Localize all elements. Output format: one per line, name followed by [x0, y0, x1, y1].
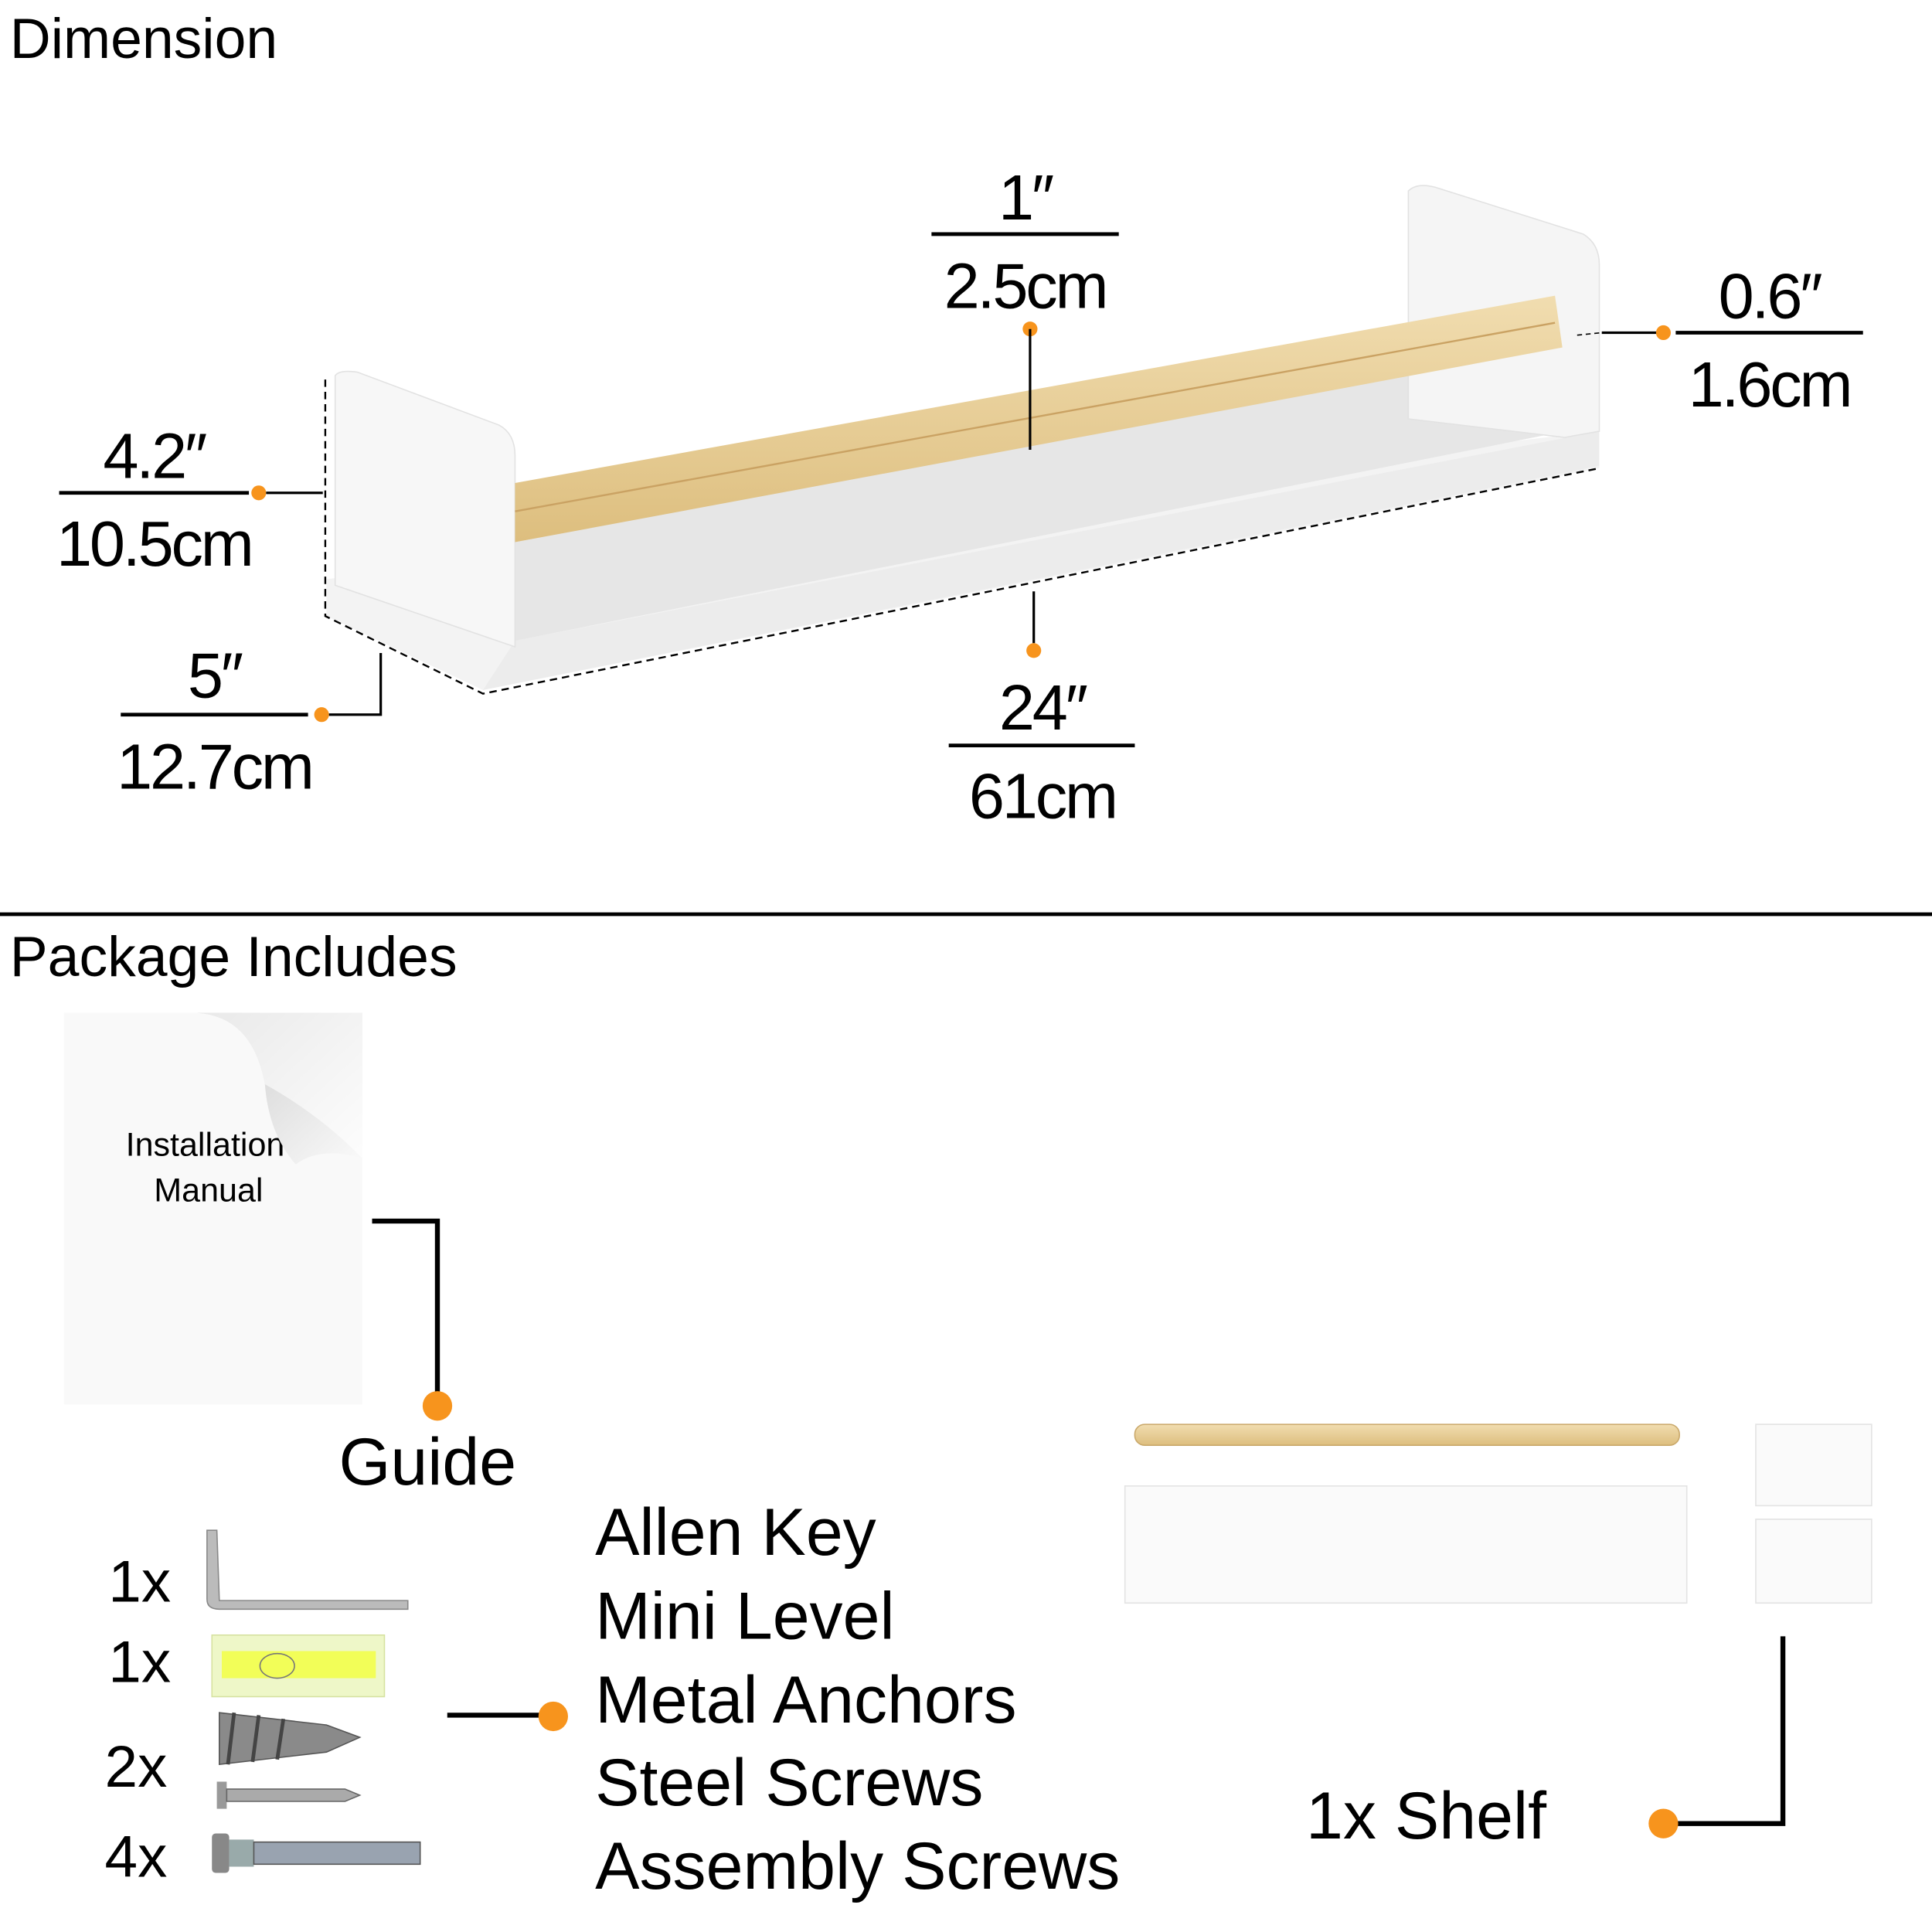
- allen-key-qty: 1x: [108, 1549, 171, 1615]
- manual-title-line2: Manual: [154, 1172, 263, 1209]
- height-cm: 10.5cm: [56, 508, 252, 580]
- anchors-qty: 2x: [105, 1734, 168, 1800]
- marker-dot: [1655, 325, 1671, 341]
- assembly-screw-icon: [212, 1833, 421, 1873]
- mini-level-label: Mini Level: [595, 1580, 895, 1654]
- dimension-rail-diameter: 0.6″ 1.6cm: [1601, 260, 1863, 420]
- assembly-screws-qty: 4x: [105, 1824, 168, 1889]
- marker-dot: [251, 485, 267, 501]
- allen-key-icon: [206, 1529, 409, 1611]
- metal-anchor-icon: [219, 1712, 362, 1766]
- metal-anchors-label: Metal Anchors: [595, 1663, 1016, 1737]
- steel-screws-label: Steel Screws: [595, 1746, 983, 1820]
- rail-thickness-cm: 2.5cm: [944, 250, 1107, 322]
- depth-inch: 5″: [188, 639, 243, 711]
- shelf-end-panel: [1755, 1519, 1872, 1604]
- length-inch: 24″: [999, 672, 1087, 743]
- mini-level-icon: [211, 1634, 386, 1698]
- dimension-length: 24″ 61cm: [948, 591, 1135, 832]
- dimension-height: 4.2″ 10.5cm: [56, 420, 323, 580]
- assembly-screws-label: Assembly Screws: [595, 1829, 1120, 1903]
- dimension-title: Dimension: [10, 7, 277, 70]
- shelf-base-board: [1124, 1485, 1688, 1604]
- mini-level-qty: 1x: [108, 1629, 171, 1695]
- steel-screw-icon: [216, 1781, 362, 1809]
- dimension-depth: 5″ 12.7cm: [117, 639, 383, 802]
- length-cm: 61cm: [969, 760, 1116, 832]
- dimension-rail-thickness: 1″ 2.5cm: [931, 162, 1119, 450]
- shelf-parts: [1124, 1423, 1872, 1604]
- marker-dot: [1026, 643, 1042, 658]
- rail-diameter-inch: 0.6″: [1719, 260, 1822, 332]
- wood-rail: [1134, 1423, 1680, 1447]
- shelf-label: 1x Shelf: [1306, 1779, 1547, 1853]
- rail-diameter-cm: 1.6cm: [1689, 349, 1851, 420]
- marker-dot: [538, 1701, 569, 1732]
- rail-thickness-inch: 1″: [998, 162, 1053, 233]
- allen-key-label: Allen Key: [595, 1495, 876, 1570]
- height-inch: 4.2″: [103, 420, 206, 492]
- marker-dot: [1648, 1808, 1679, 1838]
- marker-dot: [422, 1391, 453, 1421]
- marker-dot: [314, 707, 329, 723]
- manual-title-line1: Installation: [126, 1127, 285, 1164]
- guide-label: Guide: [338, 1425, 516, 1499]
- installation-manual: Installation Manual: [63, 1012, 362, 1405]
- package-title: Package Includes: [10, 925, 457, 988]
- depth-cm: 12.7cm: [117, 730, 312, 802]
- shelf-end-panel: [1755, 1423, 1872, 1507]
- shelf-illustration: [324, 185, 1602, 695]
